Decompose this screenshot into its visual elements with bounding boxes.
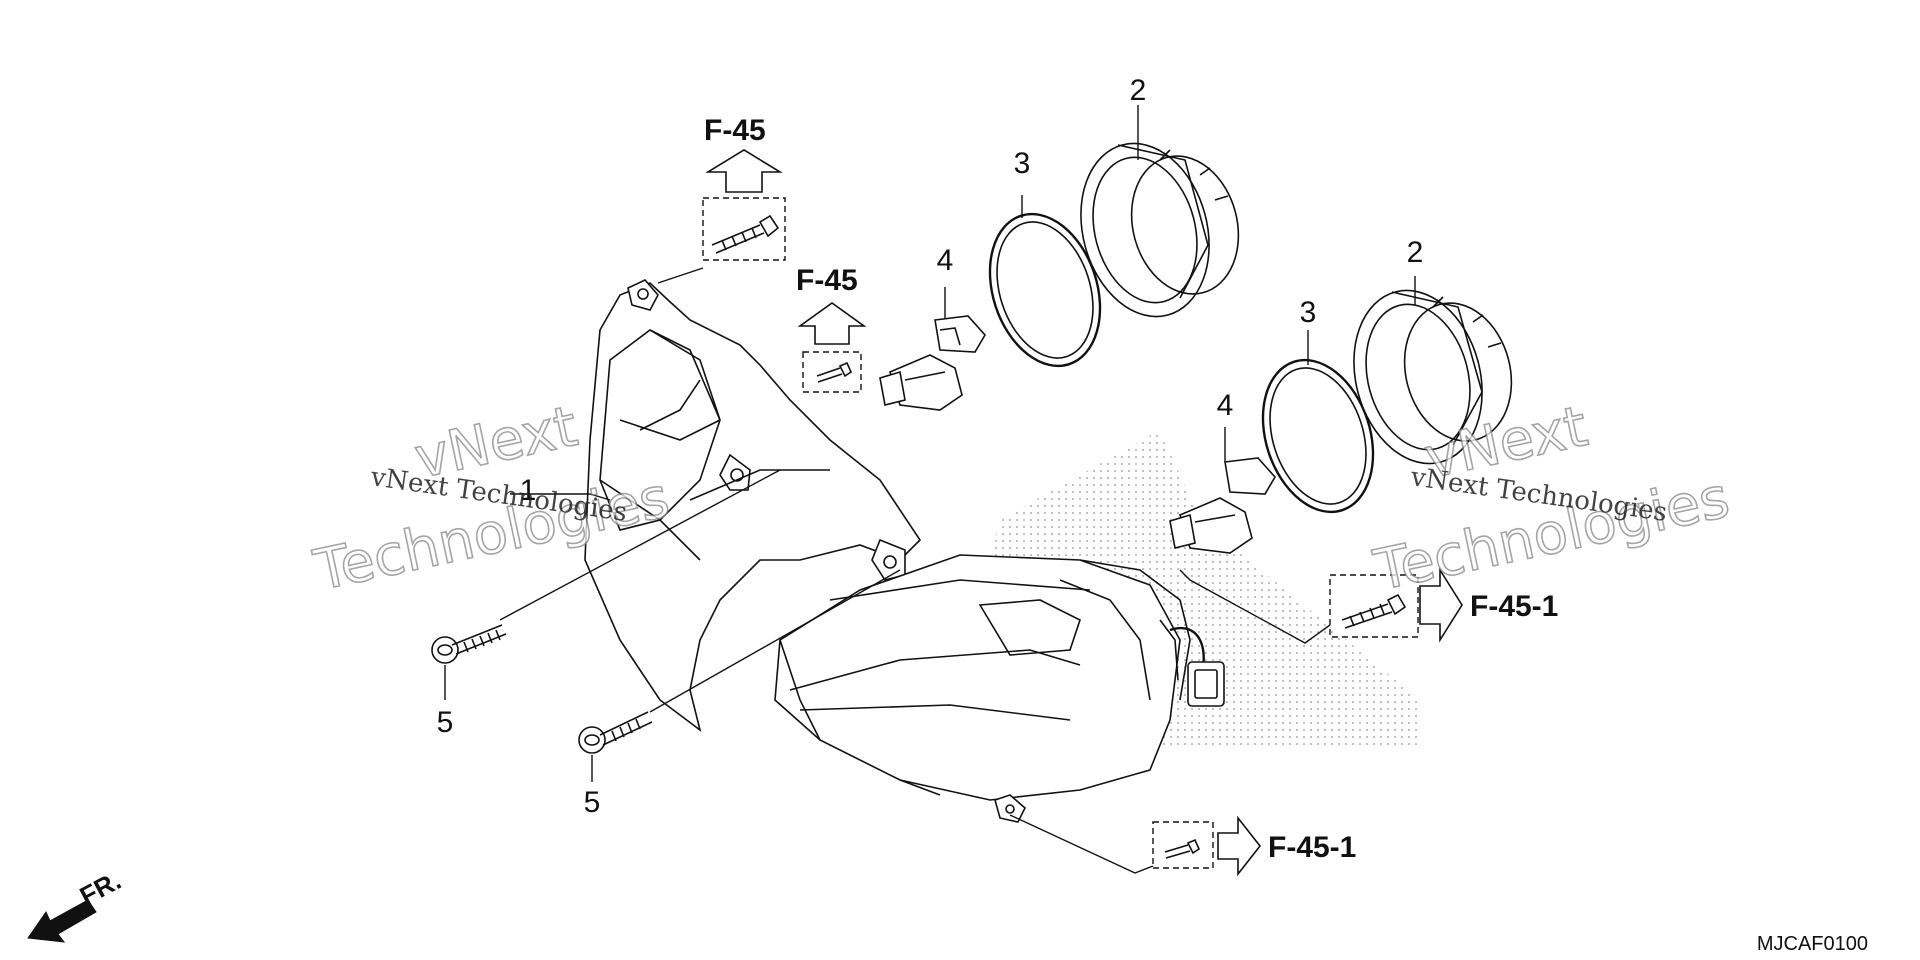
part-label-5-left: 5	[437, 706, 454, 739]
ref-box-upper-left	[702, 197, 786, 261]
ref-box-middle	[802, 351, 862, 393]
mount-hole	[637, 288, 649, 300]
seal-ring-part-3-lower[interactable]	[1244, 346, 1391, 527]
reference-labels: F-45 F-45 F-45-1 F-45-1	[704, 114, 1558, 864]
part-label-2-lower: 2	[1407, 236, 1424, 269]
ref-label-f45-1-lower: F-45-1	[1268, 831, 1356, 864]
part-label-1: 1	[520, 474, 537, 507]
front-direction-indicator: FR.	[27, 865, 126, 943]
seal-ring-part-3-upper[interactable]	[971, 200, 1118, 381]
part-label-5-right: 5	[584, 786, 601, 819]
bulb-part-4-upper[interactable]	[879, 315, 986, 411]
ref-label-f45-upper: F-45	[704, 114, 766, 147]
diagram-code: MJCAF0100	[1757, 933, 1868, 955]
part-label-3-upper: 3	[1014, 147, 1031, 180]
ref-box-right	[1329, 574, 1419, 638]
dust-cover-part-2-lower[interactable]	[1335, 276, 1526, 478]
ref-arrow-up-upper[interactable]	[705, 149, 783, 193]
ref-arrow-up-middle[interactable]	[797, 302, 867, 345]
dust-cover-part-2-upper[interactable]	[1062, 129, 1253, 331]
part-label-3-lower: 3	[1300, 296, 1317, 329]
headlight-unit[interactable]	[584, 279, 1225, 823]
bolt-part-5-left[interactable]	[431, 624, 507, 664]
ref-label-f45-1-upper: F-45-1	[1470, 590, 1558, 623]
leader-lines	[444, 105, 1416, 874]
ref-label-f45-middle: F-45	[796, 264, 858, 297]
front-arrow-icon	[27, 899, 97, 943]
part-label-4-lower: 4	[1217, 389, 1234, 422]
bulb-part-4-lower[interactable]	[1169, 457, 1276, 554]
part-numbers: 2 3 4 2 3 4 1 5 5	[437, 74, 1424, 819]
part-label-2-upper: 2	[1130, 74, 1147, 107]
bolt-part-5-right[interactable]	[578, 711, 653, 754]
part-label-4-upper: 4	[937, 244, 954, 277]
connector	[1187, 661, 1225, 707]
ref-arrow-right-lower[interactable]	[1217, 815, 1262, 877]
ref-arrow-right-upper[interactable]	[1419, 567, 1463, 643]
ref-box-bottom	[1152, 821, 1214, 869]
